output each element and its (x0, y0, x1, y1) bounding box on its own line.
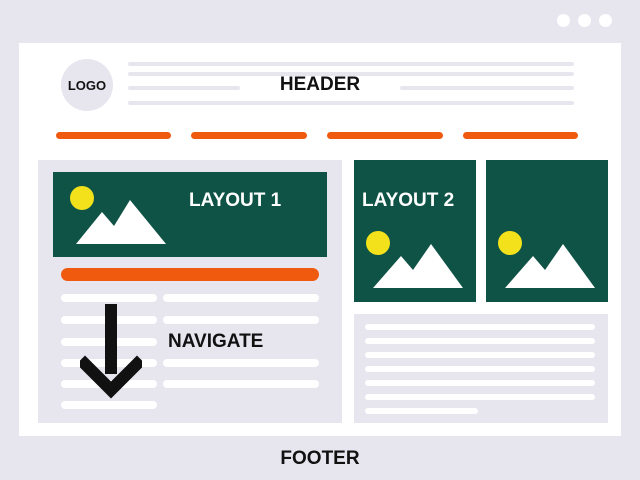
header-line (128, 86, 240, 90)
window-dot-2[interactable] (578, 14, 591, 27)
window-dot-1[interactable] (557, 14, 570, 27)
window-dot-3[interactable] (599, 14, 612, 27)
text-line (61, 294, 157, 302)
nav-item[interactable] (56, 132, 171, 139)
header-line (128, 72, 574, 76)
header-line (400, 86, 574, 90)
logo-circle (61, 59, 113, 111)
nav-item[interactable] (463, 132, 578, 139)
text-line (163, 359, 319, 367)
text-line (61, 401, 157, 409)
image-icon (497, 230, 597, 290)
text-line (365, 366, 595, 372)
header-line (128, 101, 574, 105)
image-icon (365, 230, 465, 290)
content-heading-bar (61, 268, 319, 281)
text-line (163, 294, 319, 302)
image-icon (68, 184, 168, 246)
text-line (365, 324, 595, 330)
nav-item[interactable] (191, 132, 307, 139)
header-label: HEADER (279, 74, 361, 95)
footer-label: FOOTER (280, 448, 360, 469)
nav-item[interactable] (327, 132, 443, 139)
header-line (128, 62, 574, 66)
text-line (365, 380, 595, 386)
text-line (163, 316, 319, 324)
arrow-down-icon (80, 304, 142, 399)
logo-label: LOGO (67, 77, 107, 93)
text-line (365, 338, 595, 344)
navigate-label: NAVIGATE (168, 331, 264, 352)
text-line (163, 380, 319, 388)
text-line (365, 408, 478, 414)
layout2-label: LAYOUT 2 (362, 190, 455, 211)
layout1-label: LAYOUT 1 (189, 190, 282, 211)
text-line (365, 394, 595, 400)
text-line (365, 352, 595, 358)
